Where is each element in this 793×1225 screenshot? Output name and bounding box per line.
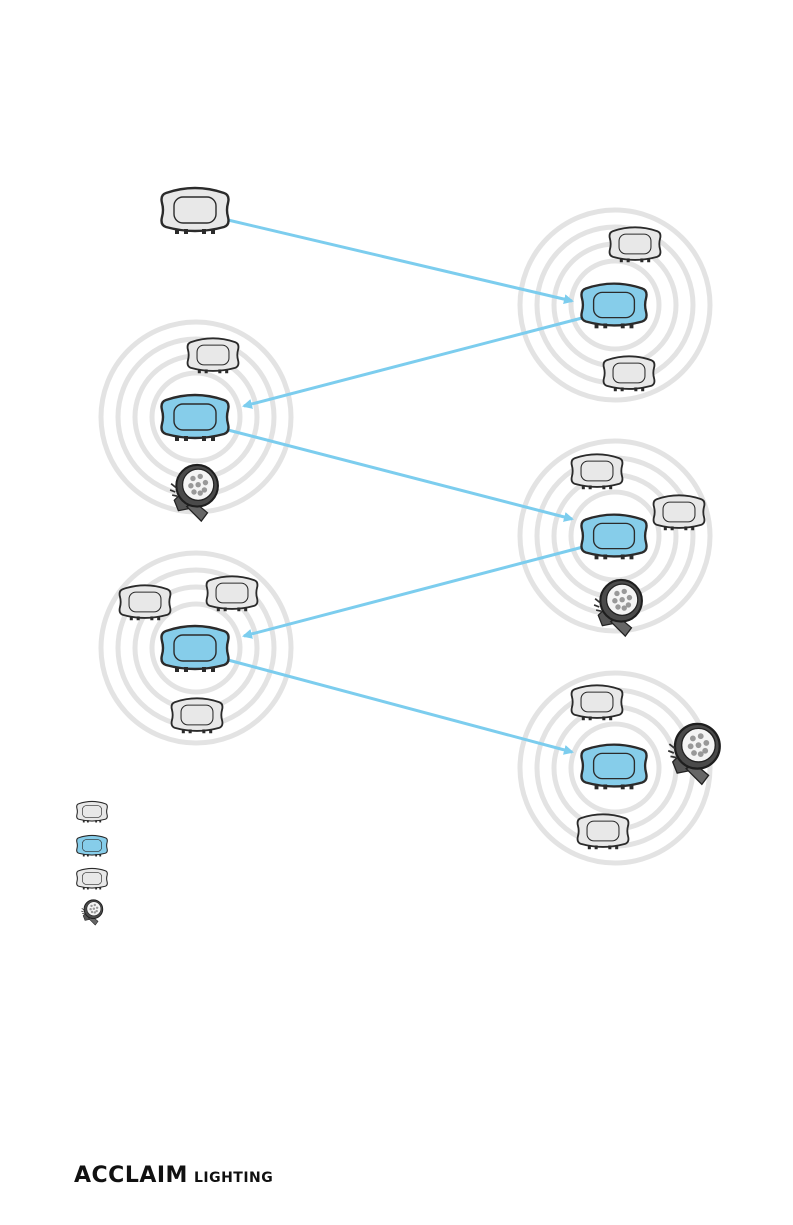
controller-gray-icon bbox=[120, 585, 171, 620]
controller-gray-icon bbox=[162, 188, 229, 234]
controller-blue-icon bbox=[581, 745, 646, 790]
controller-blue-icon bbox=[162, 626, 229, 672]
controller-gray-icon bbox=[188, 338, 239, 373]
controller-gray-icon bbox=[572, 454, 623, 489]
legend-controller-gray-icon bbox=[77, 868, 108, 889]
brand-logo: ACCLAIM LIGHTING bbox=[74, 1163, 273, 1187]
controller-gray-icon bbox=[207, 576, 258, 611]
link-arrows bbox=[228, 220, 583, 752]
controller-gray-icon bbox=[654, 495, 705, 530]
controller-gray-icon bbox=[578, 814, 629, 849]
link-arrow-1 bbox=[228, 220, 572, 301]
link-arrow-3 bbox=[228, 430, 572, 519]
link-arrow-2 bbox=[244, 318, 582, 406]
legend-flood-fixture-icon bbox=[81, 900, 102, 925]
link-arrow-4 bbox=[244, 547, 583, 636]
controller-gray-icon bbox=[572, 685, 623, 720]
controller-blue-icon bbox=[581, 284, 646, 329]
controller-gray-icon bbox=[610, 227, 661, 262]
brand-main-text: ACCLAIM bbox=[74, 1163, 188, 1188]
controller-gray-icon bbox=[604, 356, 655, 391]
controller-gray-icon bbox=[172, 698, 223, 733]
legend-controller-blue-icon bbox=[77, 835, 108, 856]
brand-sub-text: LIGHTING bbox=[194, 1170, 273, 1186]
link-arrow-5 bbox=[228, 660, 572, 752]
controller-blue-icon bbox=[581, 515, 646, 560]
legend-controller-gray-icon bbox=[77, 801, 108, 822]
legend bbox=[77, 801, 108, 925]
controller-blue-icon bbox=[162, 395, 229, 441]
